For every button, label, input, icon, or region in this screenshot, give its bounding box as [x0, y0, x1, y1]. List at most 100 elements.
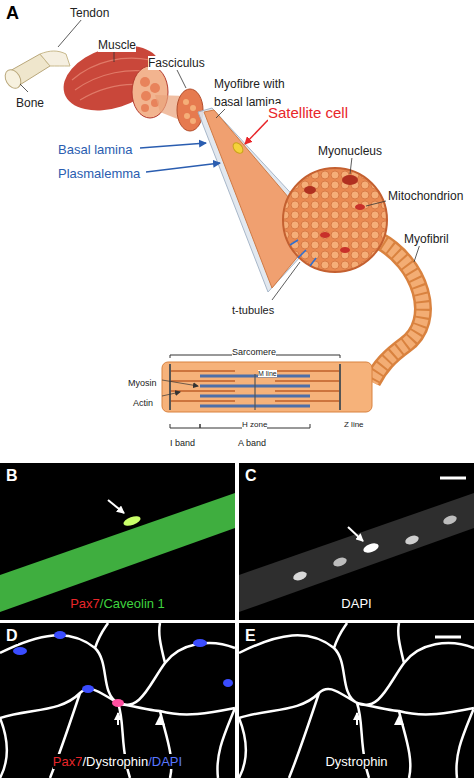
microscopy-c-part [348, 527, 363, 541]
fasciculus-part [190, 105, 196, 111]
fibre-cross-section-part [320, 232, 330, 238]
muscle-belly-part [141, 91, 151, 101]
microscopy-d-part-part [155, 715, 165, 725]
microscopy-d-part-part [193, 639, 207, 647]
part-label: t-tubules [232, 304, 274, 316]
part-label: A band [238, 438, 266, 448]
micrograph-panel: B Pax7/Caveolin 1 [0, 463, 235, 620]
part-label: Myosin [128, 378, 157, 388]
label-holder: Basal lamina [58, 140, 132, 158]
label-holder: M line [258, 362, 277, 380]
microscopy-d-part-part [13, 647, 27, 655]
microscopy-b [0, 463, 235, 620]
channel-line: Pax7/Dystrophin/DAPI [0, 752, 235, 770]
channel-line: DAPI [239, 594, 474, 612]
channel-label: DAPI [341, 596, 371, 611]
microscopy-d-part-part [112, 699, 124, 707]
fibre-cross-section-part [283, 168, 387, 272]
leader-lines-part [162, 380, 198, 386]
microscopy-c-part [442, 514, 458, 526]
microscopy-d-part-part [54, 631, 66, 639]
leader-lines-part [414, 244, 420, 262]
label-holder: Z line [344, 413, 364, 431]
leader-lines-part [20, 84, 28, 92]
label-holder: Myonucleus [318, 141, 382, 159]
microscopy-e [239, 623, 474, 778]
label-holder: Muscle [98, 35, 136, 53]
label-holder: Myofibril [404, 229, 449, 247]
microscopy-c-part [239, 463, 474, 620]
sarcomere-part [162, 362, 372, 412]
leader-lines-part [272, 262, 300, 300]
part-label: Z line [344, 420, 364, 429]
sarcomere-part [254, 374, 255, 410]
leader-lines-part [58, 19, 82, 47]
part-label: Myonucleus [318, 144, 382, 158]
microscopy-d-part-part [0, 623, 235, 778]
part-label: H zone [242, 420, 267, 429]
label-holder: Myosin [128, 372, 157, 390]
microscopy-e-part-part [356, 713, 358, 725]
microscopy-d-part-part [82, 685, 94, 693]
microscopy-e-part-part [239, 623, 474, 778]
channel-line: Pax7/Caveolin 1 [0, 594, 235, 612]
leader-lines [20, 19, 420, 396]
bone-tendon [2, 51, 70, 91]
leader-lines-part [140, 143, 206, 148]
panel-letter: A [6, 3, 19, 23]
part-label: Tendon [70, 6, 109, 20]
label-holder: Satellite cell [268, 104, 348, 122]
leader-lines-part [162, 392, 180, 396]
microscopy-e-part-part [435, 636, 461, 639]
microscopy-d-part [0, 623, 235, 778]
muscle-belly-part [150, 83, 160, 93]
fibre-cross-section-part [304, 186, 316, 194]
letter-holder: C [245, 467, 257, 485]
micrograph-panel: C DAPI [239, 463, 474, 620]
microscopy-e-part [239, 623, 474, 778]
label-holder: Tendon [70, 3, 109, 21]
panel-letter: E [245, 627, 256, 644]
part-label: M line [258, 370, 277, 377]
micrograph-panel: E Dystrophin [239, 623, 474, 778]
microscopy-e-part-part [394, 715, 404, 725]
microscopy-d-part-part [117, 713, 119, 725]
microscopy-c-part [239, 493, 474, 612]
part-label: Mitochondrion [388, 189, 463, 203]
microscopy-b-part [108, 500, 124, 513]
microscopy-c-part [404, 534, 420, 546]
muscle-belly-part [140, 77, 150, 87]
fibre-cross-section-part [290, 240, 316, 266]
letter-holder: B [6, 467, 18, 485]
myofibril-part [372, 240, 423, 382]
part-label: I band [170, 438, 195, 448]
part-label: Myofibril [404, 232, 449, 246]
part-label: Sarcomere [232, 347, 276, 357]
fasciculus-part [184, 113, 190, 119]
fasciculus-part [190, 118, 196, 124]
bone-tendon-part [40, 51, 70, 66]
channel-label: Pax7 [70, 596, 100, 611]
part-label: Fasciculus [148, 56, 205, 70]
channel-label: /Dystrophin [82, 754, 148, 769]
microscopy-c-part [440, 477, 466, 480]
fasciculus-part [177, 89, 203, 131]
microscopy-e-part [239, 623, 474, 778]
leader-lines-part [245, 120, 268, 144]
channel-label: Dystrophin [325, 754, 387, 769]
sarcomere [162, 355, 372, 428]
label-holder: A band [238, 432, 266, 450]
microscopy-d-part [0, 623, 235, 778]
myofibril [372, 240, 423, 382]
leader-lines-part [366, 201, 386, 206]
part-label: Bone [16, 96, 44, 110]
microscopy-d [0, 623, 235, 778]
part-label: Basal lamina [58, 142, 132, 157]
microscopy-b-part [122, 514, 142, 528]
fasciculus-part [183, 99, 189, 105]
part-label: Satellite cell [268, 104, 348, 121]
microscopy-b-part [0, 463, 235, 620]
sarcomere-part [170, 364, 340, 410]
muscle-belly [55, 34, 169, 122]
